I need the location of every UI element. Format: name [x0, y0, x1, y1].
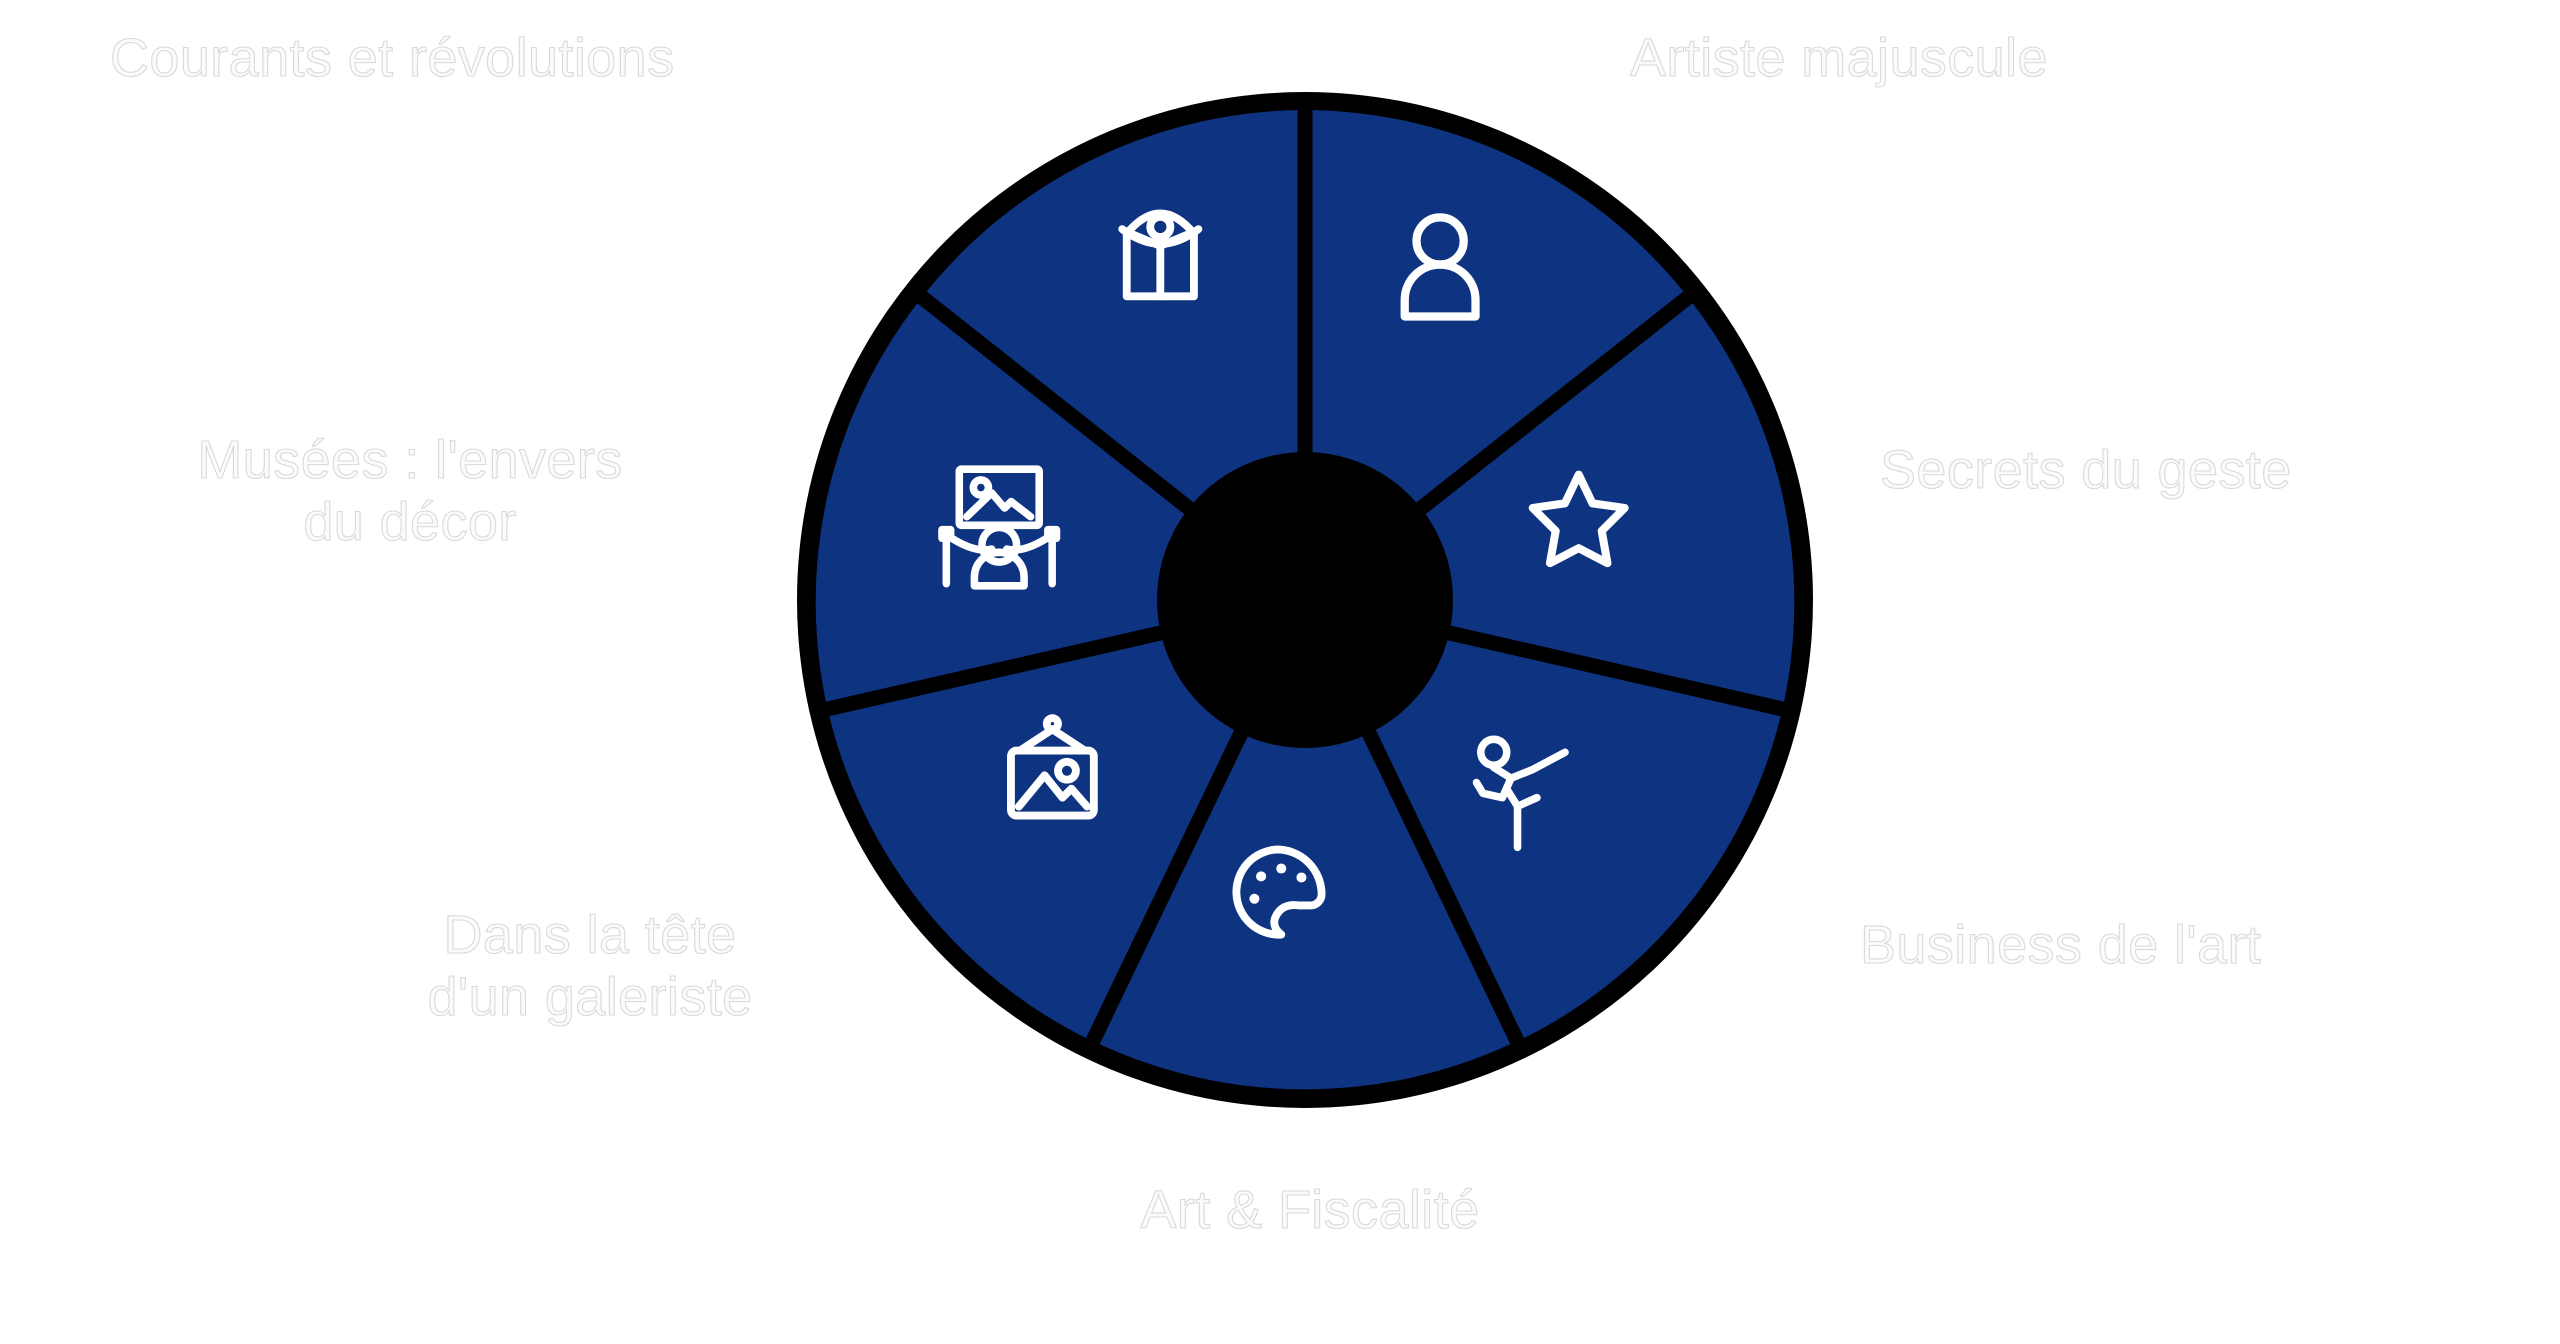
- wheel-label-artiste-majuscule[interactable]: Artiste majuscule: [1629, 27, 2048, 88]
- wheel-label-art-et-fiscalite[interactable]: Art & Fiscalité: [1140, 1179, 1480, 1240]
- wheel-segment-business-de-lart[interactable]: [1305, 600, 1781, 1042]
- wheel-hub[interactable]: [1157, 452, 1453, 748]
- person-in-arch-eye-icon: [1118, 209, 1203, 301]
- paint-palette-icon: [1232, 845, 1326, 939]
- wheel-segment-art-et-fiscalite[interactable]: [1097, 600, 1513, 1090]
- wheel-svg: [797, 92, 1813, 1108]
- user-person-icon: [1400, 213, 1480, 321]
- hanging-picture-frame-icon: [1007, 714, 1098, 820]
- wheel-label-musees-lenvers-du-decor[interactable]: Musées : l'envers du décor: [197, 429, 623, 552]
- wheel-segment-dans-la-tete-dun-galeriste[interactable]: [829, 600, 1305, 1042]
- star-icon: [1528, 470, 1629, 568]
- wheel-label-courants-et-revolutions[interactable]: Courants et révolutions: [109, 27, 675, 88]
- wheel-segment-artiste-majuscule[interactable]: [1305, 110, 1689, 600]
- wheel-label-secrets-du-geste[interactable]: Secrets du geste: [1879, 439, 2292, 500]
- wheel-label-dans-la-tete-dun-galeriste[interactable]: Dans la tête d'un galeriste: [427, 904, 753, 1027]
- wheel-label-business-de-lart[interactable]: Business de l'art: [1859, 914, 2262, 975]
- martial-arts-kick-icon: [1472, 735, 1569, 852]
- segmented-wheel: [790, 85, 1820, 1115]
- museum-visitor-artwork-icon: [938, 465, 1061, 590]
- wheel-segment-courants-et-revolutions[interactable]: [921, 110, 1305, 600]
